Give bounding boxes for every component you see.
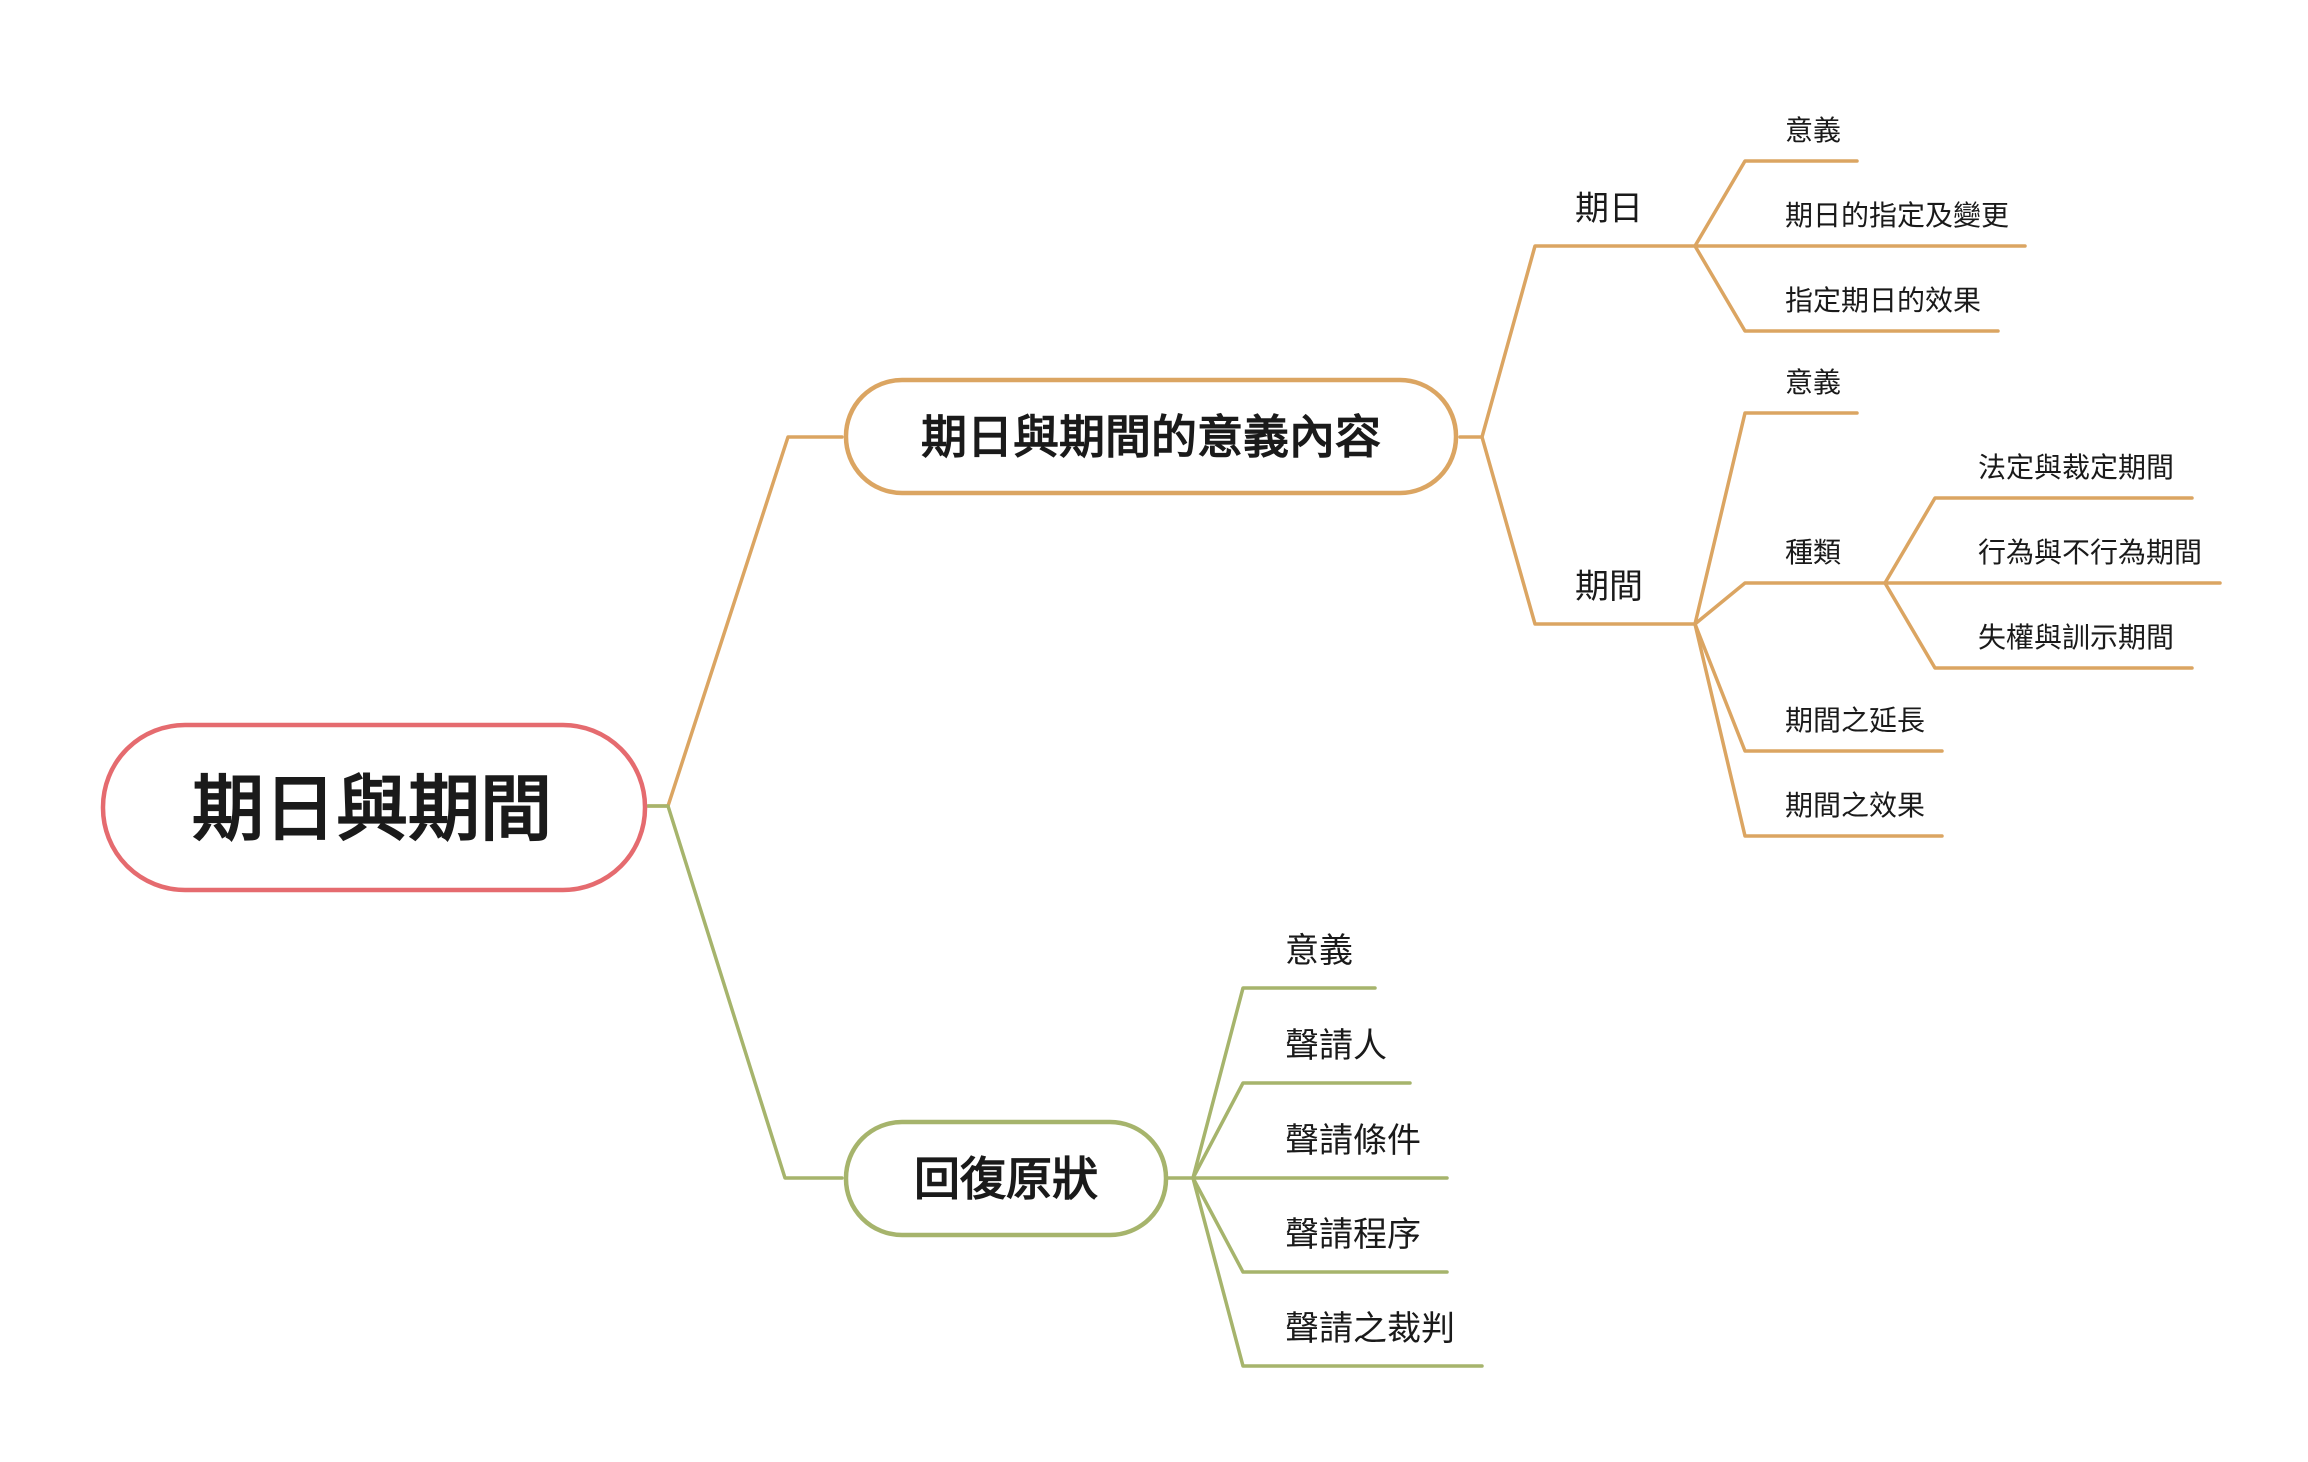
topic-qijian[interactable]: 期間: [1575, 567, 1643, 607]
connector-qijian-yiyi: [1693, 411, 1859, 626]
topic-qijian-yiyi[interactable]: 意義: [1785, 366, 1841, 399]
connector-branch2-child-2: [1191, 1081, 1412, 1180]
connector-qijian-yanchang: [1693, 622, 1944, 753]
root-node-label: 期日與期間: [192, 767, 552, 851]
connector-branch1-qijian: [1480, 435, 1697, 626]
connector-branch1-qiri: [1458, 244, 1697, 439]
topic-branch2-child-1[interactable]: 意義: [1285, 931, 1353, 971]
topic-branch2-child-3[interactable]: 聲請條件: [1285, 1121, 1421, 1161]
branch2-node-label: 回復原狀: [914, 1152, 1098, 1206]
topic-zhonglei-child-1[interactable]: 法定與裁定期間: [1978, 451, 2174, 484]
branch1-node-label: 期日與期間的意義內容: [921, 410, 1381, 464]
topic-branch2-child-5[interactable]: 聲請之裁判: [1285, 1309, 1455, 1349]
connector-branch2-child-5: [1191, 1176, 1484, 1368]
topic-qijian-zhonglei[interactable]: 種類: [1785, 536, 1841, 569]
connector-zhonglei-child-1: [1883, 496, 2194, 585]
branch2-node[interactable]: 回復原狀: [843, 1119, 1169, 1238]
connector-qiri-child-1: [1693, 159, 1859, 248]
topic-qijian-yanchang[interactable]: 期間之延長: [1785, 704, 1925, 737]
connector-qijian-zhonglei: [1693, 581, 1887, 626]
topic-zhonglei-child-2[interactable]: 行為與不行為期間: [1978, 536, 2202, 569]
topic-branch2-child-2[interactable]: 聲請人: [1285, 1026, 1387, 1066]
topic-qijian-xiaoguo[interactable]: 期間之效果: [1785, 789, 1925, 822]
connector-qijian-xiaoguo: [1693, 622, 1944, 838]
topic-qiri-child-2[interactable]: 期日的指定及變更: [1785, 199, 2009, 232]
topic-qiri-child-3[interactable]: 指定期日的效果: [1785, 284, 1981, 317]
branch1-node[interactable]: 期日與期間的意義內容: [843, 377, 1459, 496]
connector-zhonglei-child-3: [1883, 581, 2194, 670]
connector-branch2-child-4: [1191, 1176, 1449, 1274]
topic-qiri-child-1[interactable]: 意義: [1785, 114, 1841, 147]
topic-branch2-child-4[interactable]: 聲請程序: [1285, 1215, 1421, 1255]
root-node[interactable]: 期日與期間: [100, 722, 648, 893]
topic-zhonglei-child-3[interactable]: 失權與訓示期間: [1978, 621, 2174, 654]
connector-branch2-child-1: [1166, 986, 1377, 1180]
connector-root-branch2: [646, 804, 844, 1180]
connector-qiri-child-3: [1693, 244, 2000, 333]
connector-root-branch1: [646, 435, 844, 808]
topic-qiri[interactable]: 期日: [1575, 189, 1643, 229]
